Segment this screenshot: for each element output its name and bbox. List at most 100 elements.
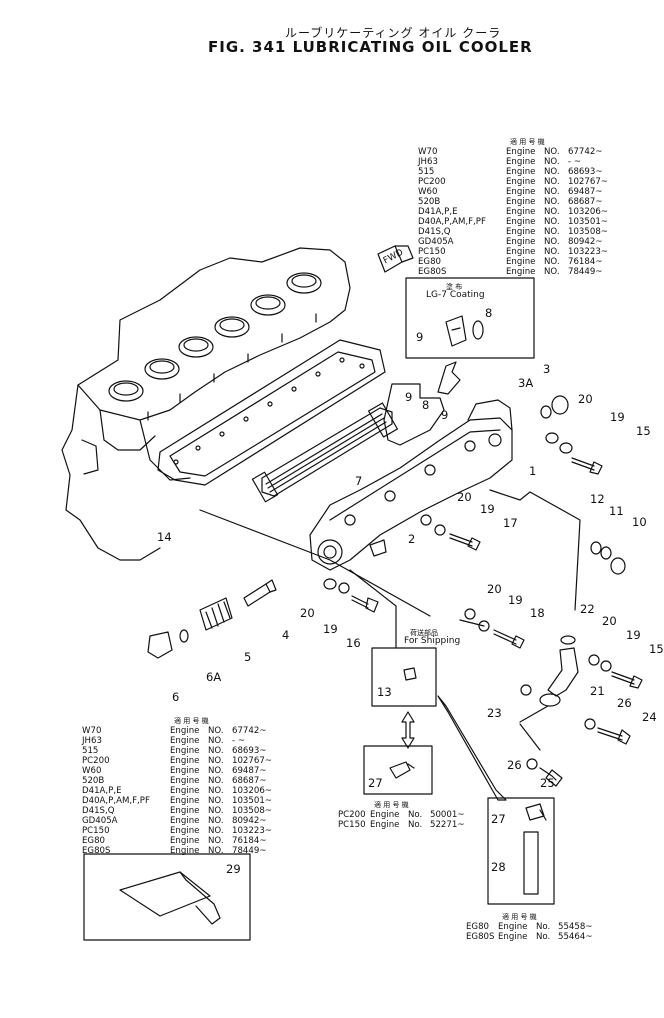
callout-20-center: 20 bbox=[457, 490, 472, 504]
serial-engine: Engine bbox=[506, 187, 536, 197]
callout-3: 3 bbox=[543, 362, 551, 376]
serial-no: NO. bbox=[544, 227, 560, 237]
serial-no: NO. bbox=[208, 826, 224, 836]
eg-table-header: 適 用 号 機 bbox=[502, 913, 537, 921]
serial-engine: Engine bbox=[506, 197, 536, 207]
callout-20-right: 20 bbox=[602, 614, 617, 628]
serial-serial: 80942~ bbox=[568, 237, 603, 247]
callout-2: 2 bbox=[408, 532, 416, 546]
serial-no: NO. bbox=[544, 177, 560, 187]
callout-20-top: 20 bbox=[578, 392, 593, 406]
pc-table-header: 適 用 号 機 bbox=[374, 801, 409, 809]
callout-10: 10 bbox=[632, 515, 647, 529]
serial-engine: Engine bbox=[170, 766, 200, 776]
callout-23: 23 bbox=[487, 706, 502, 720]
serial-model: W70 bbox=[418, 147, 438, 157]
coating-box-text: LG-7 Coating bbox=[426, 290, 485, 300]
callout-9-lower: 9 bbox=[441, 408, 449, 422]
serial-model: PC200 bbox=[82, 756, 110, 766]
callout-11: 11 bbox=[609, 504, 624, 518]
part-27-box bbox=[363, 745, 433, 795]
callout-27-eg: 27 bbox=[491, 812, 506, 826]
elbow-27-eg bbox=[525, 803, 547, 821]
callout-9-coating: 9 bbox=[416, 330, 424, 344]
callout-29: 29 bbox=[226, 862, 241, 876]
serial-model: W60 bbox=[418, 187, 438, 197]
serial-serial: 103223~ bbox=[568, 247, 609, 257]
serial-no: NO. bbox=[208, 756, 224, 766]
serial-serial: 69487~ bbox=[232, 766, 267, 776]
serial-engine: Engine bbox=[506, 177, 536, 187]
serial-no: NO. bbox=[544, 247, 560, 257]
callout-20-lower: 20 bbox=[487, 582, 502, 596]
title-japanese: ルーブリケーティング オイル クーラ bbox=[285, 26, 502, 40]
link-arrow-28 bbox=[437, 695, 507, 801]
serial-no: NO. bbox=[544, 237, 560, 247]
serial-engine: Engine bbox=[506, 157, 536, 167]
serial-table-header: 適 用 号 機 bbox=[174, 717, 209, 725]
serial-engine: Engine bbox=[170, 806, 200, 816]
serial-serial: 68693~ bbox=[232, 746, 267, 756]
serial-no: NO. bbox=[544, 217, 560, 227]
serial-serial: 103501~ bbox=[232, 796, 273, 806]
serial-no: NO. bbox=[544, 257, 560, 267]
callout-6a: 6A bbox=[206, 670, 222, 684]
engine-block bbox=[61, 247, 351, 561]
callout-27: 27 bbox=[368, 776, 383, 790]
serial-engine: Engine bbox=[498, 932, 528, 942]
serial-serial: 103223~ bbox=[232, 826, 273, 836]
bolt-15-top bbox=[571, 457, 603, 475]
serial-no: NO. bbox=[208, 796, 224, 806]
serial-no: NO. bbox=[208, 816, 224, 826]
gasket-9 bbox=[383, 383, 445, 446]
serial-model: JH63 bbox=[418, 157, 438, 167]
serial-serial: 55458~ bbox=[558, 922, 593, 932]
elbow-27 bbox=[389, 761, 415, 779]
serial-engine: Engine bbox=[170, 726, 200, 736]
serial-model: 520B bbox=[82, 776, 105, 786]
serial-engine: Engine bbox=[170, 746, 200, 756]
callout-4: 4 bbox=[282, 628, 290, 642]
o-ring-23 bbox=[520, 684, 532, 696]
part-29-box bbox=[83, 853, 251, 941]
serial-serial: 102767~ bbox=[232, 756, 273, 766]
gasket-6A bbox=[179, 629, 189, 643]
serial-model: D40A,P,AM,F,PF bbox=[82, 796, 150, 806]
serial-model: GD405A bbox=[418, 237, 454, 247]
serial-model: 515 bbox=[82, 746, 99, 756]
callout-8-coating: 8 bbox=[485, 306, 493, 320]
callout-15-mid: 15 bbox=[649, 642, 664, 656]
washer-20-center bbox=[420, 514, 432, 526]
callout-12: 12 bbox=[590, 492, 605, 506]
callout-21: 21 bbox=[590, 684, 605, 698]
callout-9-upper: 9 bbox=[405, 390, 413, 404]
serial-model: D40A,P,AM,F,PF bbox=[418, 217, 486, 227]
shipping-box-text: For Shipping bbox=[404, 636, 461, 646]
serial-engine: Engine bbox=[506, 217, 536, 227]
serial-engine: Engine bbox=[506, 247, 536, 257]
serial-model: EG80 bbox=[418, 257, 442, 267]
serial-serial: 78449~ bbox=[232, 846, 267, 856]
callout-18: 18 bbox=[530, 606, 545, 620]
tube-21 bbox=[547, 647, 579, 697]
